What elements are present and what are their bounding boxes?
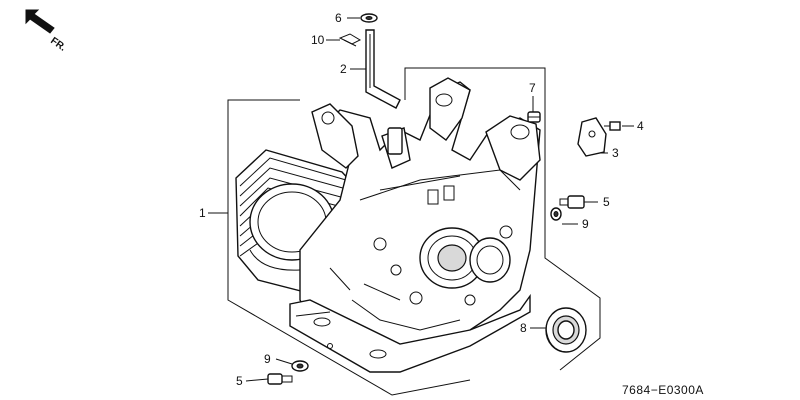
callout-5-right: 5 bbox=[603, 195, 610, 209]
washer-bottom bbox=[291, 360, 309, 372]
callout-1: 1 bbox=[199, 206, 206, 220]
callout-6: 6 bbox=[335, 11, 342, 25]
callout-9-right: 9 bbox=[582, 217, 589, 231]
screw-part bbox=[604, 121, 621, 131]
washer-right bbox=[550, 207, 562, 221]
washer-top bbox=[360, 13, 378, 23]
mounting-bracket bbox=[577, 117, 607, 157]
callout-2: 2 bbox=[340, 62, 347, 76]
bolt-right bbox=[559, 195, 585, 209]
leader-lines bbox=[245, 17, 634, 382]
breather-tube bbox=[365, 29, 401, 109]
bolt-bottom bbox=[267, 373, 293, 385]
callout-4: 4 bbox=[637, 119, 644, 133]
callout-9-bottom: 9 bbox=[264, 352, 271, 366]
front-direction-label: FR. bbox=[48, 35, 68, 53]
oil-seal bbox=[545, 307, 587, 353]
callout-5-bottom: 5 bbox=[236, 374, 243, 388]
front-direction-marker: FR. bbox=[25, 9, 68, 54]
assembly-outline bbox=[208, 67, 601, 396]
callout-7: 7 bbox=[529, 81, 536, 95]
arrow-front-icon bbox=[25, 9, 55, 34]
callout-10: 10 bbox=[311, 33, 325, 47]
diagram-reference-code: 7684−E0300A bbox=[622, 383, 704, 397]
plug-part bbox=[527, 111, 541, 123]
crankcase-body bbox=[299, 77, 541, 361]
crankcase-base-plate bbox=[289, 293, 531, 373]
callout-8: 8 bbox=[520, 321, 527, 335]
clip-part bbox=[338, 33, 362, 47]
callout-3: 3 bbox=[612, 146, 619, 160]
callout-labels: 1 2 3 4 5 5 6 7 8 9 9 10 bbox=[199, 11, 644, 388]
